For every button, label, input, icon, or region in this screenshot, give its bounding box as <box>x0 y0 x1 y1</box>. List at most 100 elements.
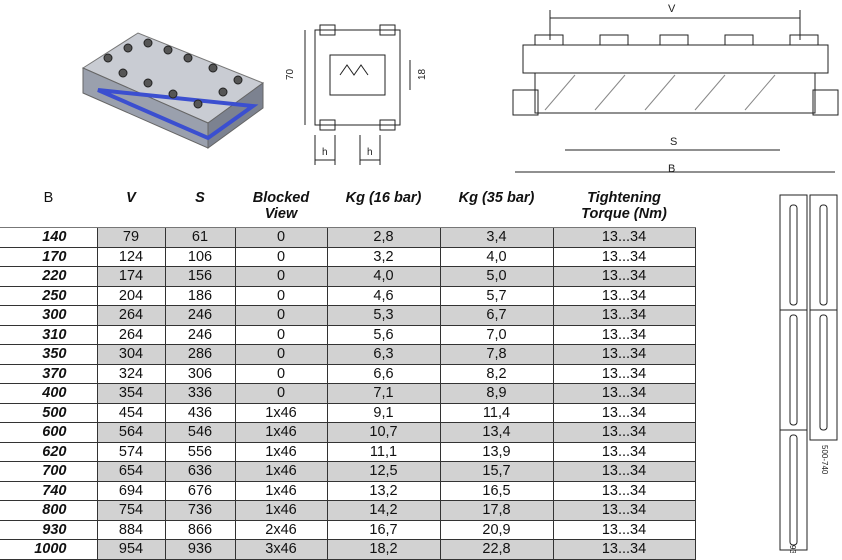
table-cell: 5,7 <box>439 286 554 306</box>
table-cell: 436 <box>164 403 236 423</box>
table-cell: 8,2 <box>439 364 554 384</box>
table-cell: 14,2 <box>326 500 441 521</box>
table-cell: 10,7 <box>326 422 441 443</box>
table-cell: 754 <box>96 500 166 521</box>
table-cell: 6,7 <box>439 305 554 326</box>
column-header: S <box>165 190 235 228</box>
column-header-line: B <box>43 190 54 206</box>
column-header-line: Kg (35 bar) <box>458 190 535 206</box>
table-cell: 1x46 <box>234 442 328 462</box>
range-label: 500-740 <box>820 445 829 475</box>
table-cell: 1x46 <box>234 422 328 443</box>
product-image <box>81 32 265 149</box>
column-header-line: Kg (16 bar) <box>345 190 422 206</box>
table-cell: 8,9 <box>439 383 554 404</box>
table-cell: 0 <box>234 364 328 384</box>
table-cell: 6,3 <box>326 344 441 365</box>
table-cell: 7,8 <box>439 344 554 365</box>
table-cell: 7,0 <box>439 325 554 345</box>
table-cell: 5,3 <box>326 305 441 326</box>
table-cell: 654 <box>96 461 166 482</box>
row-size-b: 1000 <box>0 539 97 560</box>
column-header: Kg (16 bar) <box>327 190 440 228</box>
table-cell: 106 <box>164 247 236 267</box>
row-size-b: 500 <box>0 403 97 423</box>
column-header-line: V <box>126 190 136 206</box>
row-size-b: 220 <box>0 266 97 287</box>
table-cell: 4,0 <box>439 247 554 267</box>
table-cell: 676 <box>164 481 236 501</box>
table-cell: 13...34 <box>552 539 696 560</box>
table-cell: 2,8 <box>326 227 441 248</box>
column-header-line: S <box>195 190 205 206</box>
row-size-b: 370 <box>0 364 97 384</box>
table-cell: 5,0 <box>439 266 554 287</box>
table-cell: 0 <box>234 286 328 306</box>
row-size-b: 250 <box>0 286 97 306</box>
table-cell: 0 <box>234 325 328 345</box>
column-header-line: Tightening <box>587 190 661 206</box>
row-size-b: 800 <box>0 500 97 521</box>
table-cell: 3,4 <box>439 227 554 248</box>
table-cell: 636 <box>164 461 236 482</box>
dim-v: V <box>668 3 676 15</box>
table-cell: 0 <box>234 383 328 404</box>
table-cell: 13...34 <box>552 247 696 267</box>
table-cell: 354 <box>96 383 166 404</box>
table-cell: 0 <box>234 247 328 267</box>
table-cell: 1x46 <box>234 403 328 423</box>
top-view-drawing: V S B <box>512 3 839 175</box>
table-cell: 0 <box>234 227 328 248</box>
table-cell: 12,5 <box>326 461 441 482</box>
column-header-line: Torque (Nm) <box>581 206 667 222</box>
row-size-b: 310 <box>0 325 97 345</box>
table-cell: 5,6 <box>326 325 441 345</box>
column-header: V <box>97 190 165 228</box>
table-cell: 13...34 <box>552 383 696 404</box>
table-cell: 11,1 <box>326 442 441 462</box>
table-cell: 174 <box>96 266 166 287</box>
table-cell: 186 <box>164 286 236 306</box>
table-cell: 454 <box>96 403 166 423</box>
dim-h-left: h <box>322 147 328 158</box>
table-cell: 13...34 <box>552 422 696 443</box>
table-cell: 884 <box>96 520 166 540</box>
table-cell: 264 <box>96 305 166 326</box>
table-cell: 1x46 <box>234 461 328 482</box>
table-cell: 336 <box>164 383 236 404</box>
column-header-line: Blocked <box>252 190 310 206</box>
table-cell: 7,1 <box>326 383 441 404</box>
table-cell: 13...34 <box>552 286 696 306</box>
table-cell: 13...34 <box>552 364 696 384</box>
table-cell: 11,4 <box>439 403 554 423</box>
table-cell: 4,0 <box>326 266 441 287</box>
table-cell: 13...34 <box>552 325 696 345</box>
table-cell: 694 <box>96 481 166 501</box>
row-size-b: 700 <box>0 461 97 482</box>
table-cell: 13...34 <box>552 266 696 287</box>
table-cell: 3x46 <box>234 539 328 560</box>
table-cell: 13,9 <box>439 442 554 462</box>
table-cell: 18,2 <box>326 539 441 560</box>
table-cell: 156 <box>164 266 236 287</box>
row-size-b: 740 <box>0 481 97 501</box>
table-cell: 13...34 <box>552 227 696 248</box>
table-cell: 13...34 <box>552 520 696 540</box>
table-cell: 3,2 <box>326 247 441 267</box>
table-cell: 79 <box>96 227 166 248</box>
column-header: Kg (35 bar) <box>440 190 553 228</box>
table-cell: 13...34 <box>552 500 696 521</box>
row-size-b: 930 <box>0 520 97 540</box>
